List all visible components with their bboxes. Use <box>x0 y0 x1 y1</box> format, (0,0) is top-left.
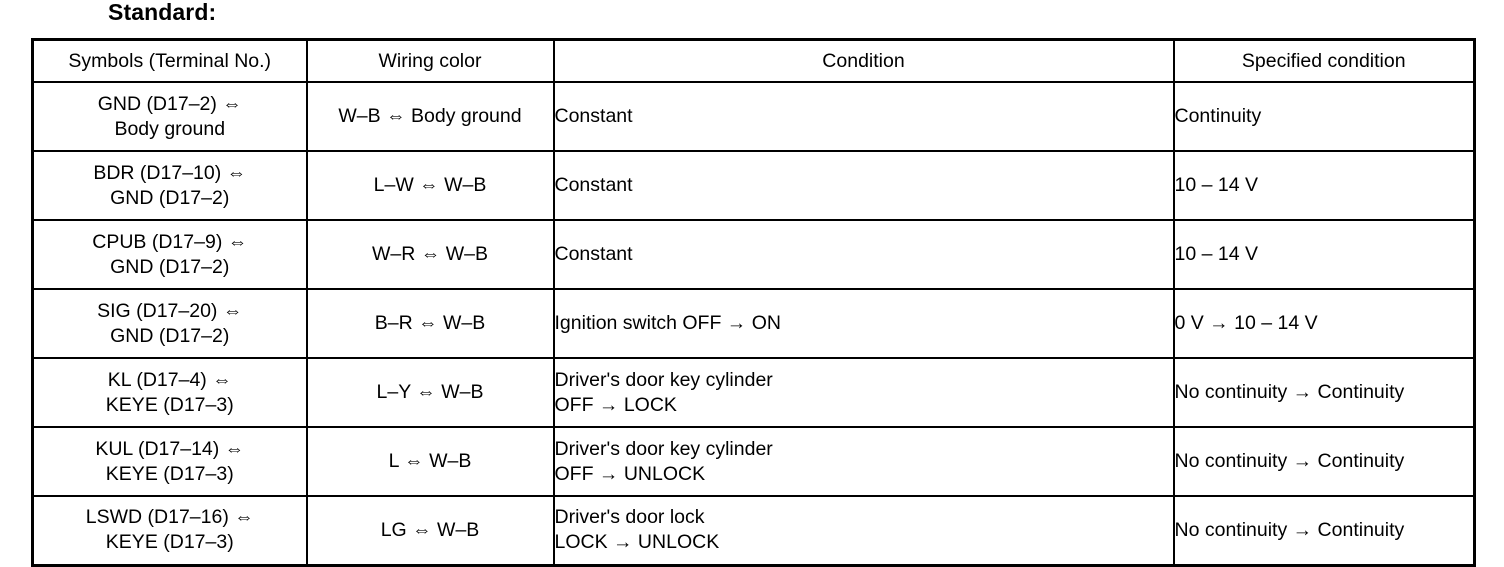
cell-condition: Constant <box>552 81 1175 152</box>
cell-wiring-color: LG ⇔ W–B <box>305 495 555 566</box>
symbol-line-2: GND (D17–2) <box>110 255 230 278</box>
table-row: GND (D17–2) ⇔ Body ground W–B ⇔ Body gro… <box>31 81 1476 152</box>
column-header-symbols: Symbols (Terminal No.) <box>31 38 308 83</box>
cell-symbols: LSWD (D17–16) ⇔ KEYE (D17–3) <box>31 495 308 566</box>
condition-line-1: Constant <box>554 243 633 265</box>
table-row: LSWD (D17–16) ⇔ KEYE (D17–3) LG ⇔ W–B Dr… <box>31 495 1476 566</box>
table-row: SIG (D17–20) ⇔ GND (D17–2) B–R ⇔ W–B Ign… <box>31 288 1476 359</box>
cell-specified-condition: 0 V → 10 – 14 V <box>1172 288 1476 359</box>
column-header-specified-condition: Specified condition <box>1172 38 1476 83</box>
symbol-line-1: LSWD (D17–16) ⇔ <box>85 506 254 529</box>
cell-specified-condition: No continuity → Continuity <box>1172 357 1476 428</box>
cell-symbols: SIG (D17–20) ⇔ GND (D17–2) <box>31 288 308 359</box>
column-header-condition: Condition <box>552 38 1175 83</box>
symbol-line-2: KEYE (D17–3) <box>105 462 234 485</box>
cell-wiring-color: B–R ⇔ W–B <box>305 288 555 359</box>
condition-line-2: LOCK → UNLOCK <box>554 531 720 554</box>
cell-wiring-color: L–W ⇔ W–B <box>305 150 555 221</box>
symbol-line-2: GND (D17–2) <box>110 186 230 209</box>
condition-line-1: Constant <box>554 174 633 196</box>
symbol-line-1: CPUB (D17–9) ⇔ <box>92 230 248 253</box>
table-header-row: Symbols (Terminal No.) Wiring color Cond… <box>31 38 1476 83</box>
condition-line-2: OFF → UNLOCK <box>554 462 706 485</box>
condition-line-2: OFF → LOCK <box>554 393 677 416</box>
table-row: KL (D17–4) ⇔ KEYE (D17–3) L–Y ⇔ W–B Driv… <box>31 357 1476 428</box>
cell-wiring-color: W–R ⇔ W–B <box>305 219 555 290</box>
column-header-wiring-color: Wiring color <box>305 38 555 83</box>
symbol-line-2: GND (D17–2) <box>110 324 230 347</box>
condition-line-1: Driver's door key cylinder <box>554 368 773 391</box>
cell-wiring-color: L–Y ⇔ W–B <box>305 357 555 428</box>
cell-symbols: BDR (D17–10) ⇔ GND (D17–2) <box>31 150 308 221</box>
symbol-line-2: KEYE (D17–3) <box>105 531 234 554</box>
symbol-line-1: BDR (D17–10) ⇔ <box>93 161 247 184</box>
symbol-line-1: SIG (D17–20) ⇔ <box>97 299 243 322</box>
cell-wiring-color: W–B ⇔ Body ground <box>305 81 555 152</box>
standard-table-container: Symbols (Terminal No.) Wiring color Cond… <box>31 38 1476 567</box>
cell-specified-condition: 10 – 14 V <box>1172 219 1476 290</box>
cell-symbols: GND (D17–2) ⇔ Body ground <box>31 81 308 152</box>
page-title: Standard: <box>108 0 217 25</box>
cell-wiring-color: L ⇔ W–B <box>305 426 555 497</box>
cell-condition: Driver's door key cylinder OFF → UNLOCK <box>552 426 1175 497</box>
cell-symbols: KUL (D17–14) ⇔ KEYE (D17–3) <box>31 426 308 497</box>
cell-specified-condition: No continuity → Continuity <box>1172 495 1476 566</box>
table-row: CPUB (D17–9) ⇔ GND (D17–2) W–R ⇔ W–B Con… <box>31 219 1476 290</box>
table-body: GND (D17–2) ⇔ Body ground W–B ⇔ Body gro… <box>31 81 1476 566</box>
condition-line-1: Driver's door lock <box>554 506 705 529</box>
standard-inspection-table: Symbols (Terminal No.) Wiring color Cond… <box>31 38 1476 567</box>
table-row: BDR (D17–10) ⇔ GND (D17–2) L–W ⇔ W–B Con… <box>31 150 1476 221</box>
condition-line-1: Ignition switch OFF → ON <box>554 312 781 334</box>
cell-specified-condition: No continuity → Continuity <box>1172 426 1476 497</box>
symbol-line-2: Body ground <box>114 117 226 140</box>
symbol-line-1: GND (D17–2) ⇔ <box>97 92 242 115</box>
condition-line-1: Driver's door key cylinder <box>554 437 773 460</box>
symbol-line-2: KEYE (D17–3) <box>105 393 234 416</box>
cell-specified-condition: 10 – 14 V <box>1172 150 1476 221</box>
table-header: Symbols (Terminal No.) Wiring color Cond… <box>31 38 1476 83</box>
table-row: KUL (D17–14) ⇔ KEYE (D17–3) L ⇔ W–B Driv… <box>31 426 1476 497</box>
cell-condition: Driver's door lock LOCK → UNLOCK <box>552 495 1175 566</box>
cell-condition: Constant <box>552 150 1175 221</box>
cell-condition: Driver's door key cylinder OFF → LOCK <box>552 357 1175 428</box>
cell-condition: Constant <box>552 219 1175 290</box>
symbol-line-1: KUL (D17–14) ⇔ <box>95 437 245 460</box>
cell-symbols: KL (D17–4) ⇔ KEYE (D17–3) <box>31 357 308 428</box>
cell-specified-condition: Continuity <box>1172 81 1476 152</box>
cell-condition: Ignition switch OFF → ON <box>552 288 1175 359</box>
symbol-line-1: KL (D17–4) ⇔ <box>107 368 232 391</box>
condition-line-1: Constant <box>554 105 633 127</box>
cell-symbols: CPUB (D17–9) ⇔ GND (D17–2) <box>31 219 308 290</box>
